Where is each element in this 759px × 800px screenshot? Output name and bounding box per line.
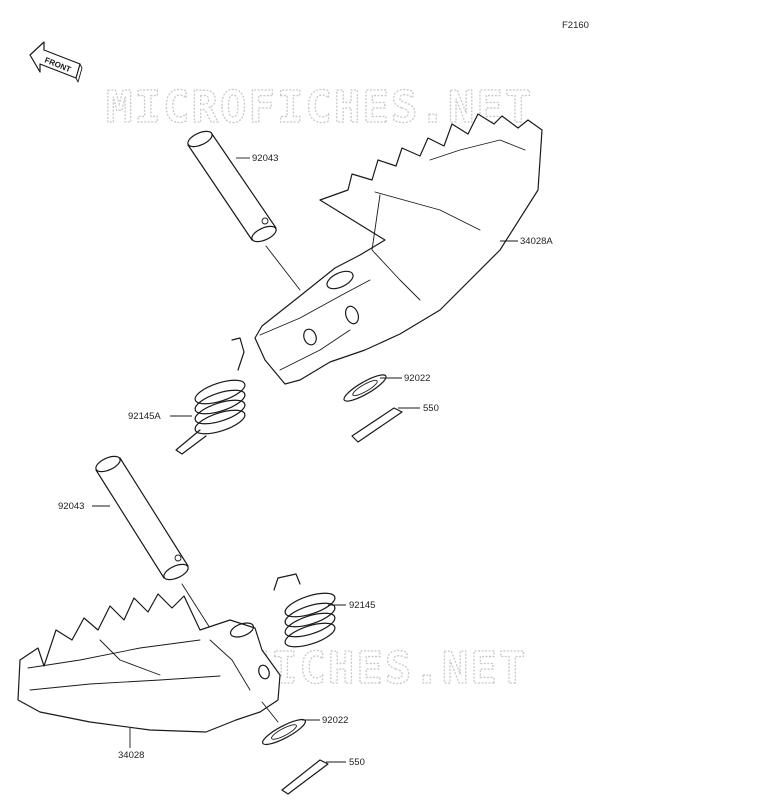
label-footpeg-left[interactable]: 34028 bbox=[118, 750, 144, 761]
spring-lower bbox=[273, 573, 336, 648]
cotter-pin-lower bbox=[281, 759, 329, 795]
pin-upper bbox=[187, 130, 301, 291]
washer-lower bbox=[261, 701, 306, 746]
label-cotter-pin-upper[interactable]: 550 bbox=[423, 403, 439, 414]
label-washer-lower[interactable]: 92022 bbox=[322, 715, 348, 726]
label-cotter-pin-lower[interactable]: 550 bbox=[349, 757, 365, 768]
label-pin-lower[interactable]: 92043 bbox=[58, 501, 84, 512]
spring-upper bbox=[175, 337, 246, 455]
label-spring-lower[interactable]: 92145 bbox=[349, 600, 375, 611]
front-arrow-icon: FRONT bbox=[29, 41, 83, 83]
label-footpeg-right[interactable]: 34028A bbox=[520, 236, 553, 247]
washer-upper bbox=[343, 374, 387, 402]
footpeg-left bbox=[17, 593, 281, 733]
diagram-code: F2160 bbox=[562, 20, 589, 31]
footpeg-right bbox=[254, 113, 543, 385]
label-washer-upper[interactable]: 92022 bbox=[404, 373, 430, 384]
pin-lower bbox=[95, 455, 211, 629]
label-spring-upper[interactable]: 92145A bbox=[128, 411, 161, 422]
cotter-pin-upper bbox=[351, 407, 403, 443]
label-pin-upper[interactable]: 92043 bbox=[252, 153, 278, 164]
watermark-top: MICROFICHES.NET bbox=[106, 82, 533, 133]
